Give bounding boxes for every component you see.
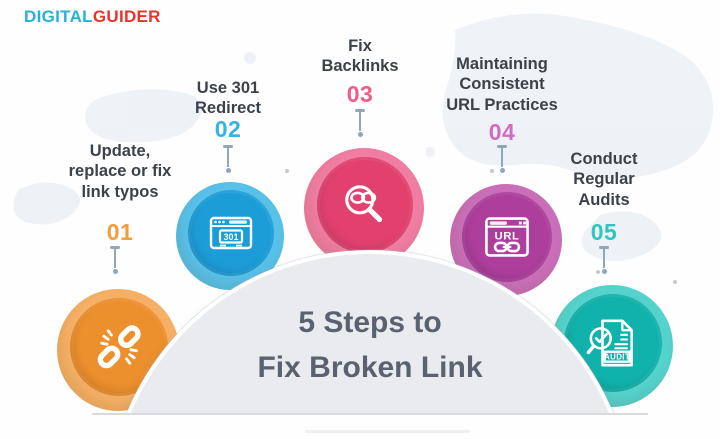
- broken-link-icon: [97, 325, 141, 369]
- svg-text:301: 301: [223, 232, 238, 242]
- logo-text-guider: GUIDER: [92, 7, 161, 26]
- audit-document-icon: AUDIT: [586, 319, 633, 367]
- svg-text:URL: URL: [495, 231, 520, 243]
- svg-text:AUDIT: AUDIT: [604, 352, 630, 361]
- step-3-number: 03: [346, 81, 374, 107]
- step-3-circle-inner: [317, 157, 413, 253]
- step-4-circle-inner: URL: [462, 192, 552, 282]
- brand-logo: DIGITALGUIDER: [24, 7, 161, 27]
- step-2-circle-inner: 301: [188, 190, 274, 276]
- step-4-number: 04: [488, 119, 516, 145]
- step-1-number: 01: [106, 219, 134, 245]
- magnifier-backlink-icon: [345, 185, 383, 223]
- step-3-connector-line: [355, 109, 365, 137]
- step-5-label: Conduct Regular Audits: [570, 150, 638, 209]
- main-title: 5 Steps to Fix Broken Link: [257, 306, 483, 384]
- decor-dot: [490, 169, 494, 173]
- step-2-label: Use 301 Redirect: [194, 79, 262, 118]
- step-4-connector-line: [497, 145, 507, 173]
- step-3-label: Fix Backlinks: [321, 37, 399, 76]
- logo-text-digital: DIGITAL: [24, 7, 93, 26]
- step-5-number: 05: [590, 219, 618, 245]
- step-2-number: 02: [214, 116, 242, 142]
- decor-dot: [673, 280, 677, 284]
- step-2-connector-line: [223, 145, 233, 173]
- browser-url-icon: URL: [485, 217, 529, 257]
- baseline-rule: [92, 413, 648, 415]
- step-5-connector-line: [599, 246, 609, 274]
- step-4-label: Maintaining Consistent URL Practices: [446, 55, 558, 114]
- step-1-connector-line: [110, 246, 120, 274]
- decor-dot: [596, 270, 600, 274]
- step-5-circle-inner: AUDIT: [564, 294, 662, 392]
- browser-301-icon: 301: [209, 216, 253, 250]
- dome-clip-region: [62, 246, 678, 413]
- step-3-circle: [304, 148, 424, 268]
- decor-dot: [285, 169, 289, 173]
- step-2-circle: 301: [176, 182, 284, 290]
- step-1-label: Update, replace or fix link typos: [68, 142, 172, 201]
- ground-reflection: [305, 430, 470, 433]
